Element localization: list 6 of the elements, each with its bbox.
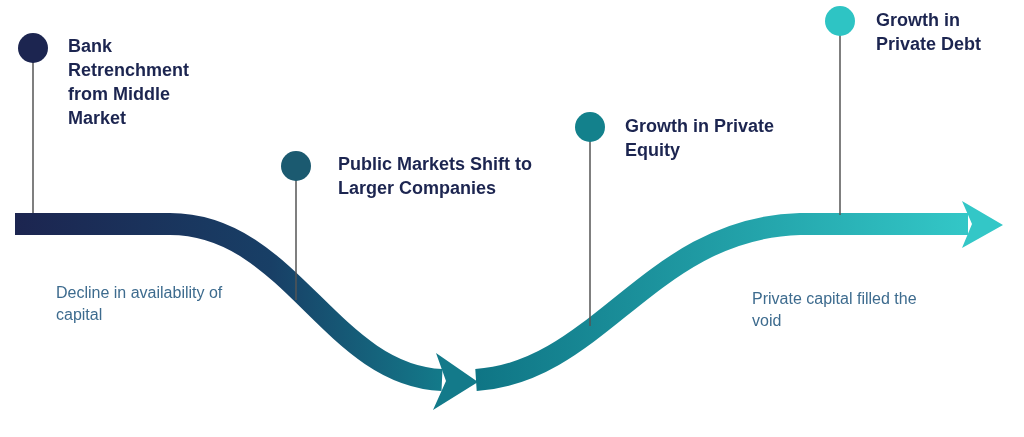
annotation-text: Decline in availability of capital <box>56 283 224 325</box>
milestone-text: Growth in Private Equity <box>625 114 795 162</box>
milestone-text: Growth in Private Debt <box>876 8 1016 56</box>
milestone-text: Public Markets Shift to Larger Companies <box>338 152 538 200</box>
annotation-text: Private capital filled the void <box>752 289 918 331</box>
milestone-text: Bank Retrenchment from Middle Market <box>68 34 228 130</box>
